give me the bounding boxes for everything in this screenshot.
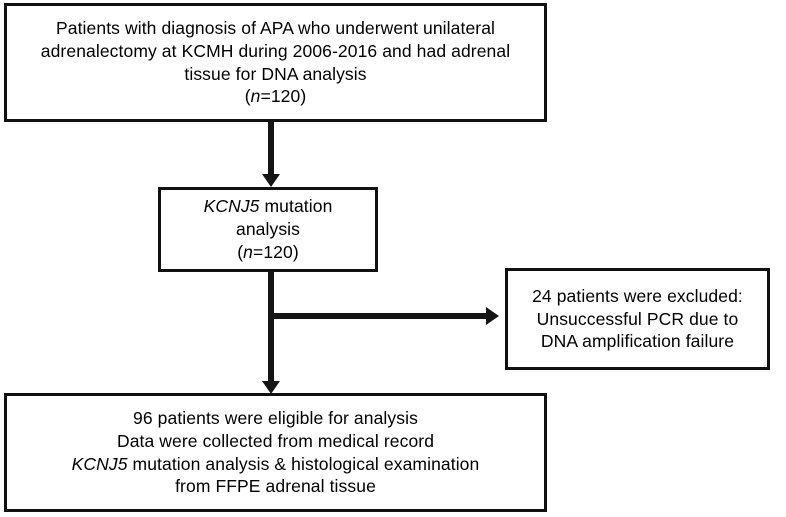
flow-node-eligible: 96 patients were eligible for analysis D… xyxy=(4,393,547,512)
eligible-line-1: 96 patients were eligible for analysis xyxy=(133,408,418,428)
eligible-line-3: KCNJ5 mutation analysis & histological e… xyxy=(72,453,480,476)
mutation-line-2: analysis xyxy=(235,219,301,240)
mutation-count-n-symbol: n xyxy=(243,241,254,262)
excluded-line-3: DNA amplification failure xyxy=(540,331,735,352)
excluded-line-1: 24 patients were excluded: xyxy=(532,285,743,306)
eligible-line-4: from FFPE adrenal tissue xyxy=(175,476,376,497)
flow-node-mutation-analysis: KCNJ5 mutation analysis (n=120) xyxy=(158,187,378,272)
eligible-line-3-rest: mutation analysis & histological examina… xyxy=(127,453,480,474)
eligible-gene-name: KCNJ5 xyxy=(71,453,128,474)
mutation-line-1: KCNJ5 mutation xyxy=(204,195,333,218)
edge-mutation-to-eligible-arrowhead xyxy=(262,381,280,394)
mutation-count-paren-open: ( xyxy=(237,241,244,262)
cohort-line-2: adrenalectomy at KCMH during 2006-2016 a… xyxy=(40,40,511,61)
mutation-gene-name: KCNJ5 xyxy=(203,196,260,217)
mutation-count-value: =120) xyxy=(253,241,299,262)
edge-mutation-to-excluded-line xyxy=(268,313,486,319)
mutation-line-1-rest: mutation xyxy=(259,196,333,217)
edge-mutation-to-excluded-arrowhead xyxy=(486,307,499,325)
cohort-count: (n=120) xyxy=(245,85,307,108)
cohort-line-1: Patients with diagnosis of APA who under… xyxy=(55,18,496,38)
edge-mutation-to-eligible-line xyxy=(268,272,274,381)
flow-node-cohort: Patients with diagnosis of APA who under… xyxy=(4,3,547,122)
cohort-count-value: =120) xyxy=(260,86,307,107)
cohort-count-n-symbol: n xyxy=(250,86,261,107)
edge-cohort-to-mutation-line xyxy=(268,122,274,174)
cohort-count-paren-open: ( xyxy=(244,86,251,107)
excluded-line-2: Unsuccessful PCR due to xyxy=(536,308,739,329)
eligible-line-2: Data were collected from medical record xyxy=(116,430,435,451)
flow-node-excluded: 24 patients were excluded: Unsuccessful … xyxy=(505,268,770,370)
cohort-line-3: tissue for DNA analysis xyxy=(184,63,367,84)
mutation-count: (n=120) xyxy=(237,241,299,264)
edge-cohort-to-mutation-arrowhead xyxy=(262,174,280,187)
